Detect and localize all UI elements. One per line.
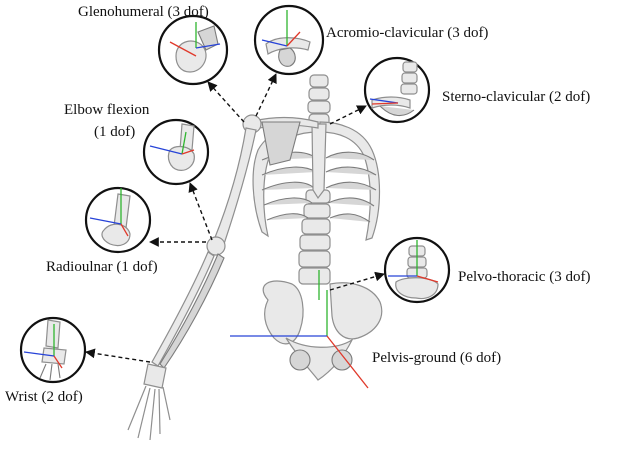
label-elbow-flexion-line2: (1 dof) (94, 124, 135, 140)
humerus (213, 127, 257, 245)
inset-pelvo-thoracic (383, 236, 451, 304)
leader-sterno-clavicular (329, 105, 367, 125)
inset-elbow-flexion (142, 118, 210, 186)
skeleton (127, 74, 383, 441)
label-pelvo-thoracic: Pelvo-thoracic (3 dof) (458, 269, 590, 285)
inset-acromio-clavicular (253, 4, 325, 76)
label-elbow-flexion-line1: Elbow flexion (64, 102, 150, 118)
ulna (159, 253, 225, 369)
label-wrist: Wrist (2 dof) (5, 389, 83, 405)
label-radioulnar: Radioulnar (1 dof) (46, 259, 158, 275)
label-sterno-clavicular: Sterno-clavicular (2 dof) (442, 89, 590, 105)
inset-sterno-clavicular (363, 56, 431, 124)
inset-wrist (19, 316, 87, 384)
leader-arrows (85, 73, 385, 363)
leader-pelvo-thoracic (329, 271, 385, 291)
elbow-joint (206, 236, 226, 256)
label-acromio-clavicular: Acromio-clavicular (3 dof) (326, 25, 488, 41)
inset-radioulnar (84, 186, 152, 254)
label-pelvis-ground: Pelvis-ground (6 dof) (372, 350, 501, 366)
leader-glenohumeral (207, 81, 245, 123)
hand (127, 363, 171, 441)
joint-labels: Glenohumeral (3 dof) Acromio-clavicular … (5, 4, 590, 405)
label-glenohumeral: Glenohumeral (3 dof) (78, 4, 209, 20)
leader-acromio-clavicular (255, 73, 277, 117)
pelvis (262, 280, 383, 381)
leader-elbow-flexion (188, 182, 213, 241)
inset-glenohumeral (157, 14, 229, 86)
pelvis-reference-frame (230, 290, 369, 389)
leader-wrist (85, 348, 151, 363)
scapula (261, 121, 301, 166)
radius (151, 251, 215, 367)
